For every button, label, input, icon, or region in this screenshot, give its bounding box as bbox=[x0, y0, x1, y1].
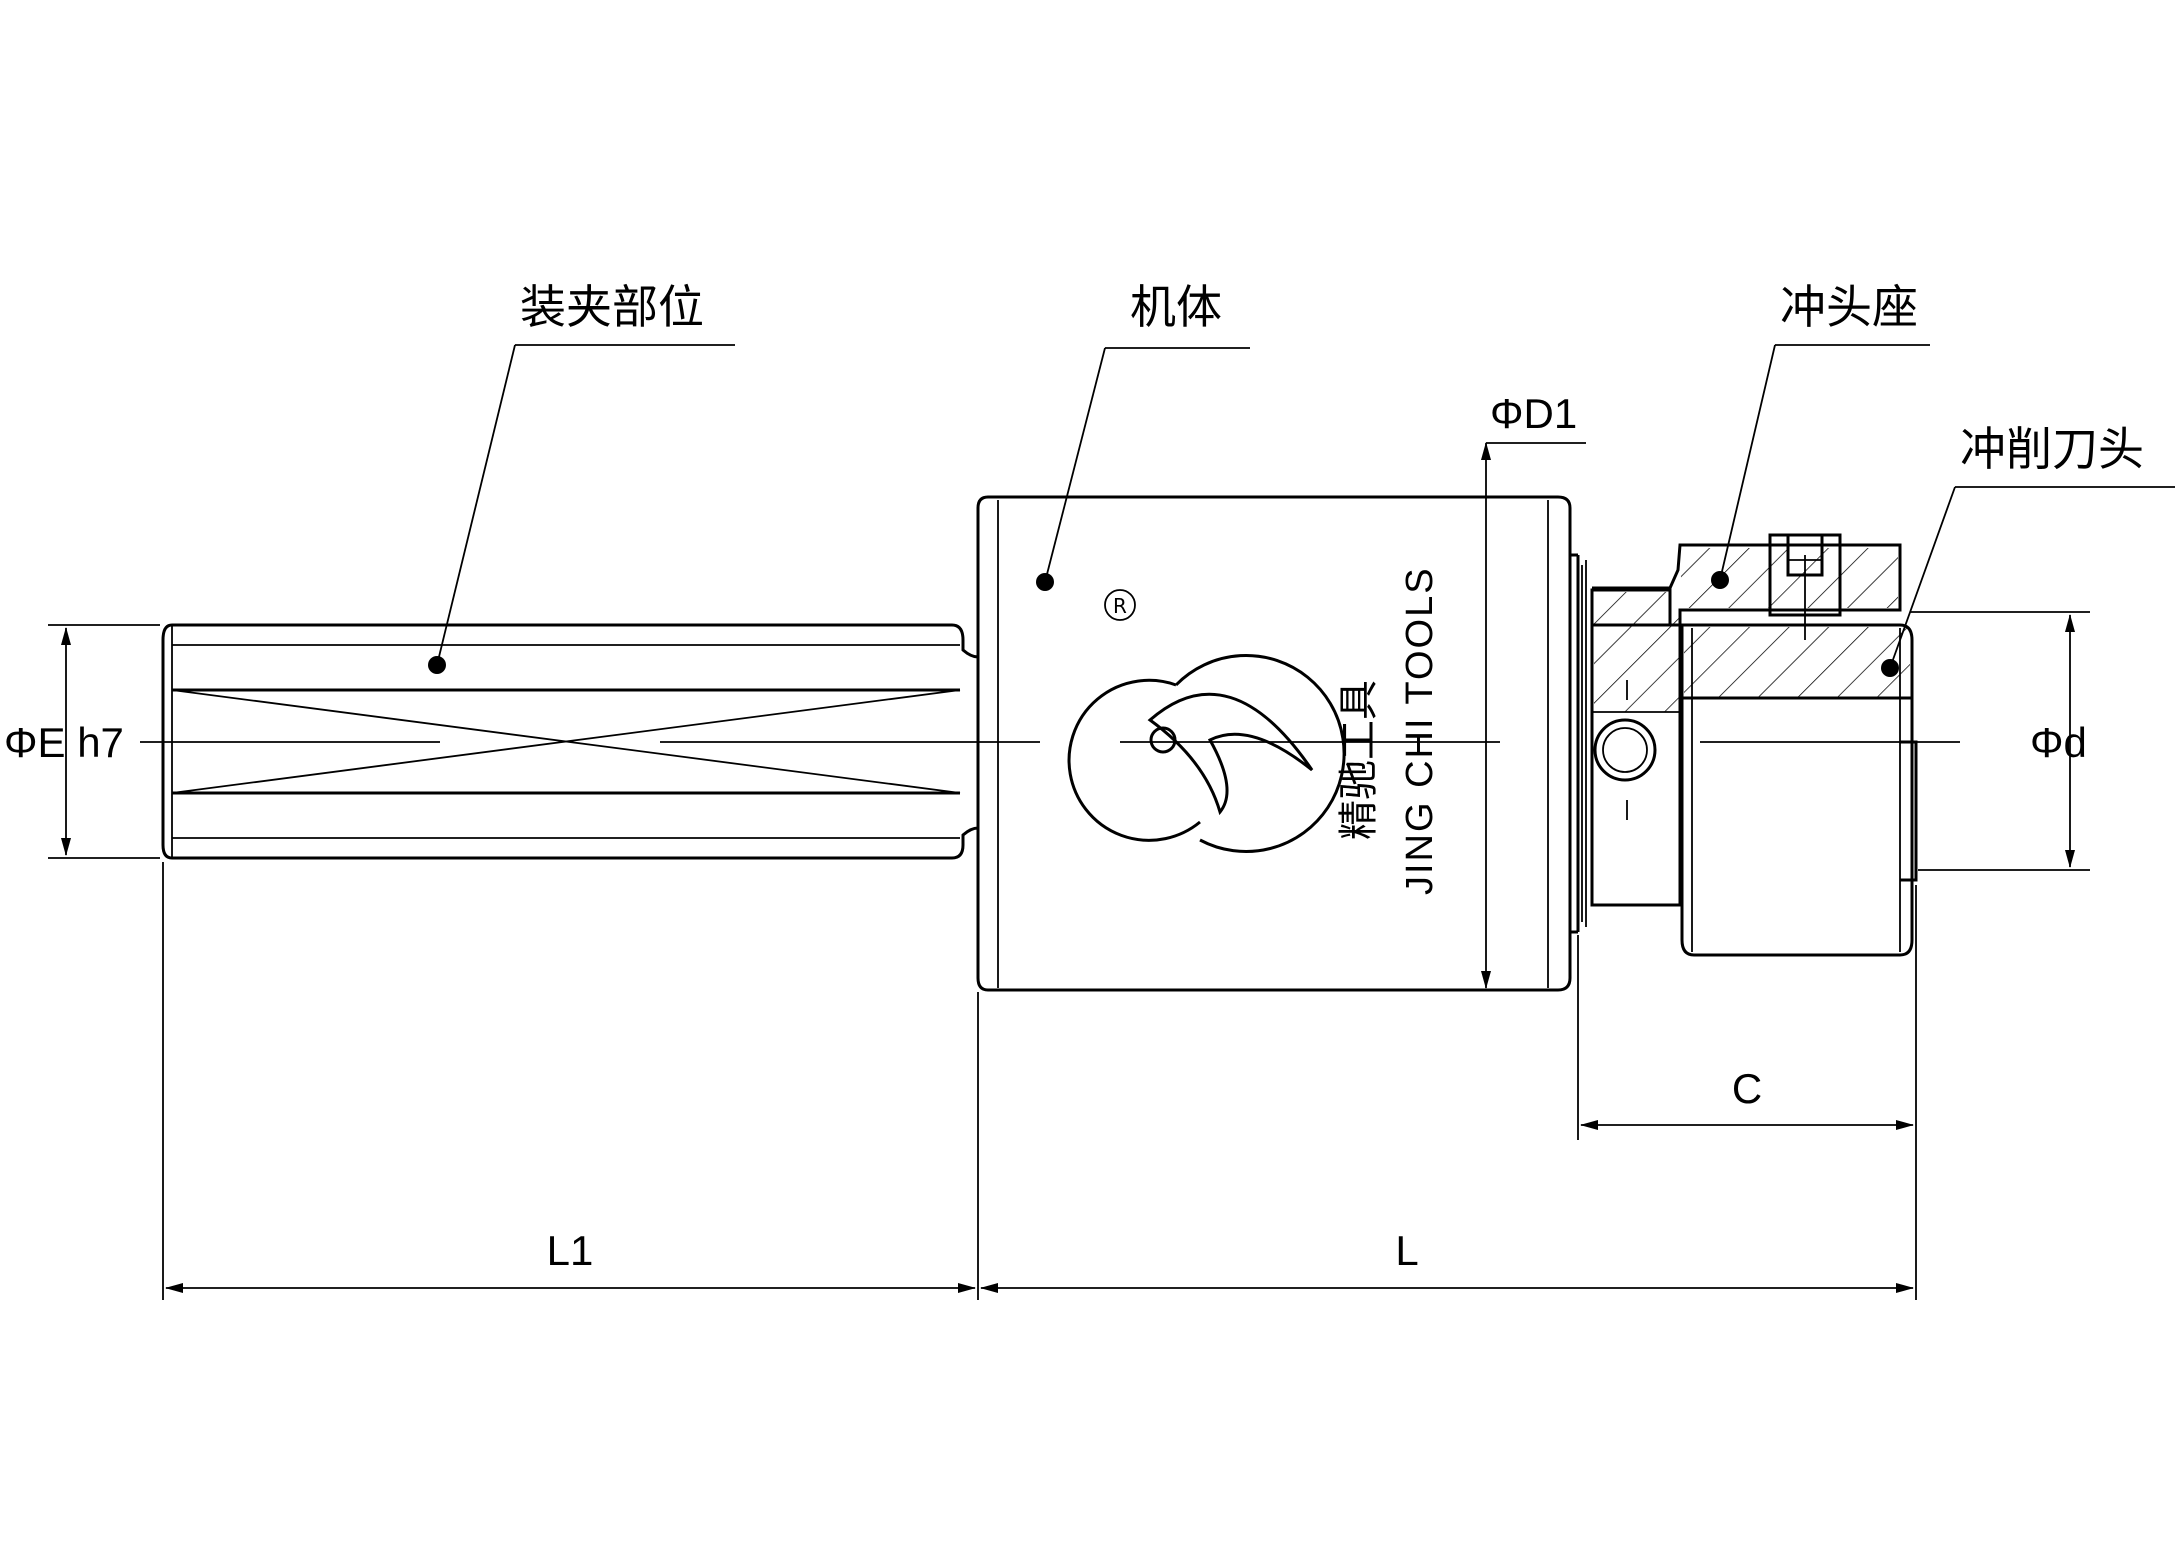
dim-shank-length bbox=[162, 862, 979, 1300]
punch-seat bbox=[1590, 533, 1902, 907]
label-body: 机体 bbox=[1130, 280, 1222, 334]
label-punch-cutter-head: 冲削刀头 bbox=[1960, 422, 2144, 476]
shank bbox=[161, 623, 980, 860]
dim-body-diameter bbox=[1481, 442, 1586, 989]
label-clamping-part: 装夹部位 bbox=[520, 280, 704, 334]
label-punch-seat: 冲头座 bbox=[1780, 280, 1918, 334]
dim-label-shank-diameter: ΦE h7 bbox=[4, 719, 124, 766]
dim-head-length bbox=[1577, 885, 1917, 1300]
dim-shank-diameter bbox=[48, 624, 160, 859]
dim-label-shank-length: L1 bbox=[547, 1227, 594, 1274]
brand-chinese-text: 精驰工具 bbox=[1336, 680, 1382, 840]
callout-punch-seat bbox=[1711, 344, 1930, 589]
brand-logo: R bbox=[1067, 589, 1346, 854]
dim-head-diameter bbox=[1910, 611, 2090, 871]
dim-label-head-diameter: Φd bbox=[2030, 719, 2087, 766]
dim-label-body-diameter: ΦD1 bbox=[1490, 390, 1577, 437]
callout-body bbox=[1036, 347, 1250, 591]
dim-label-body-length: L bbox=[1395, 1227, 1418, 1274]
punch-cutter-head bbox=[1680, 623, 1918, 957]
callout-punch-cutter-head bbox=[1881, 486, 2175, 677]
callout-clamping-part bbox=[428, 344, 735, 674]
main-body bbox=[976, 495, 1587, 992]
registered-mark: R bbox=[1113, 594, 1127, 618]
dim-label-head-length: C bbox=[1732, 1065, 1762, 1112]
brand-english-text: JING CHI TOOLS bbox=[1399, 566, 1441, 895]
